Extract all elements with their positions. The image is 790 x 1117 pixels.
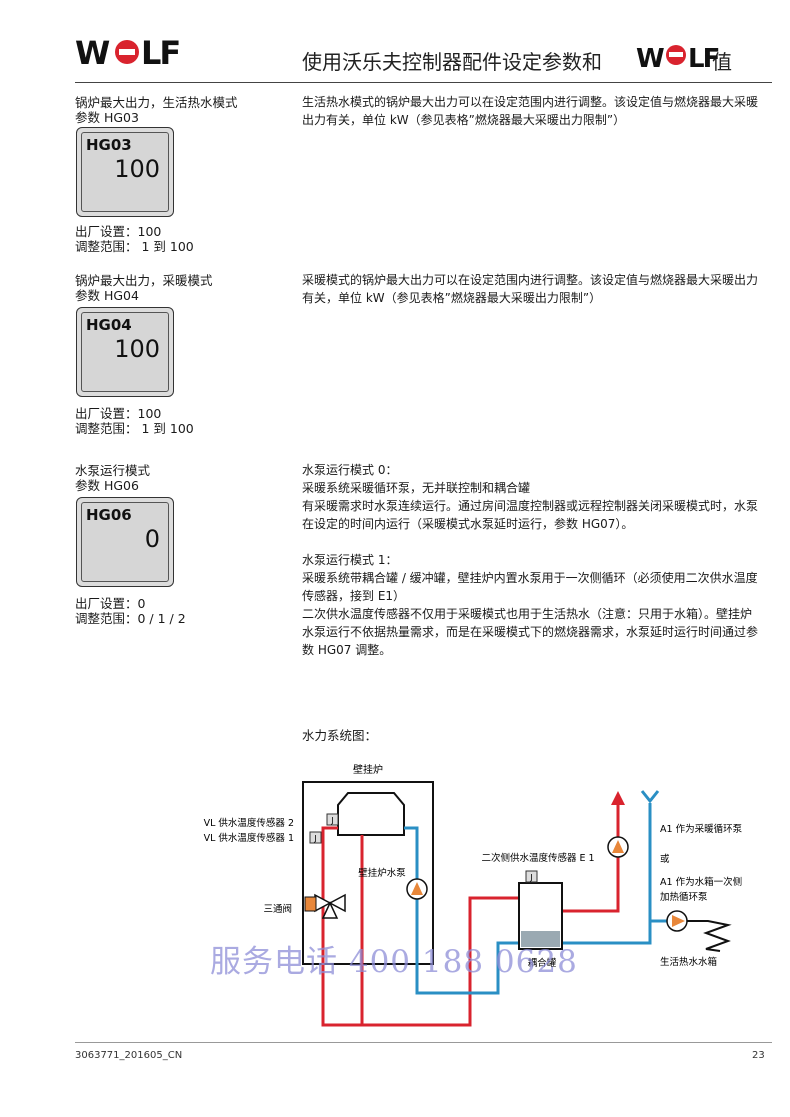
sensor-vl1: [309, 831, 322, 844]
wolf-logo: W LF: [75, 37, 181, 67]
return-arrow: [640, 790, 660, 804]
pump-icon: [672, 915, 685, 927]
or-label: 或: [660, 853, 670, 865]
svg-text:J: J: [330, 816, 333, 825]
display-hg06: HG06 0: [76, 497, 174, 587]
tank-fill: [521, 931, 560, 947]
coupling-tank-label: 耦合罐: [528, 957, 557, 969]
param-hg03-description: 生活热水模式的锅炉最大出力可以在设定范围内进行调整。该设定值与燃烧器最大采暖出力…: [302, 95, 759, 127]
param-hg04-settings: 出厂设置：100 调整范围： 1 到 100: [75, 406, 194, 436]
heat-exchanger: [337, 792, 405, 836]
display-code: HG03: [86, 136, 132, 154]
svg-text:J: J: [529, 873, 532, 882]
boiler-box: [302, 781, 434, 965]
service-phone-watermark: 服务电话 400 188 0628: [210, 944, 578, 980]
display-value: 100: [114, 155, 160, 183]
wolf-logo-overlay: W LF: [636, 44, 721, 71]
pump-icon: [411, 882, 423, 895]
vl-sensor1-label: VL 供水温度传感器 1: [204, 832, 294, 844]
diagram-heading: 水力系统图：: [302, 728, 378, 743]
a1-heating-label: A1 作为采暖循环泵: [660, 823, 743, 835]
param-hg04-description: 采暖模式的锅炉最大出力可以在设定范围内进行调整。该设定值与燃烧器最大采暖出力有关…: [302, 273, 759, 305]
display-code: HG04: [86, 316, 132, 334]
hydraulic-diagram: 壁挂炉 耦合罐 J 二次侧供水温度传感器 E 1 J J VL 供水温度传感器 …: [204, 763, 743, 1027]
svg-text:LF: LF: [141, 37, 179, 67]
param-hg06-title: 水泵运行模式 参数 HG06: [75, 463, 151, 493]
sensor-vl2: [326, 813, 339, 826]
dhw-tank-label: 生活热水水箱: [660, 956, 717, 968]
dhw-coil: [687, 920, 732, 952]
param-hg04-title: 锅炉最大出力，采暖模式 参数 HG04: [75, 273, 213, 303]
secondary-sensor-label: 二次侧供水温度传感器 E 1: [481, 852, 594, 864]
header-divider: [75, 82, 772, 83]
sensor-e1: [525, 870, 538, 883]
svg-text:LF: LF: [688, 44, 719, 71]
boiler-pump-label: 壁挂炉水泵: [358, 867, 406, 879]
a1-tank-label-2: 加热循环泵: [660, 891, 708, 903]
param-hg03-title: 锅炉最大出力，生活热水模式 参数 HG03: [75, 95, 238, 125]
display-value: 100: [114, 335, 160, 363]
pump-icon: [612, 840, 624, 853]
vl-sensor2-label: VL 供水温度传感器 2: [204, 817, 294, 829]
param-hg06-description: 水泵运行模式 0： 采暖系统采暖循环泵，无并联控制和耦合罐 有采暖需求时水泵连续…: [302, 463, 759, 657]
display-value: 0: [144, 525, 160, 553]
boiler-label: 壁挂炉: [353, 763, 383, 776]
svg-text:W: W: [75, 37, 110, 67]
param-hg06-settings: 出厂设置：0 调整范围：0 / 1 / 2: [75, 596, 186, 626]
display-hg04: HG04 100: [76, 307, 174, 397]
a1-tank-label-1: A1 作为水箱一次侧: [660, 876, 742, 888]
display-hg03: HG03 100: [76, 127, 174, 217]
doc-id: 3063771_201605_CN: [75, 1050, 183, 1061]
page-number: 23: [752, 1050, 765, 1061]
svg-text:J: J: [313, 834, 316, 843]
valve-actuator: [304, 896, 317, 912]
param-hg03-settings: 出厂设置：100 调整范围： 1 到 100: [75, 224, 194, 254]
svg-text:W: W: [636, 44, 664, 71]
footer-divider: [75, 1042, 772, 1043]
three-way-valve-label: 三通阀: [263, 903, 292, 915]
page-title: 使用沃乐夫控制器配件设定参数和值: [302, 50, 732, 74]
flow-arrow: [611, 791, 625, 805]
display-code: HG06: [86, 506, 132, 524]
